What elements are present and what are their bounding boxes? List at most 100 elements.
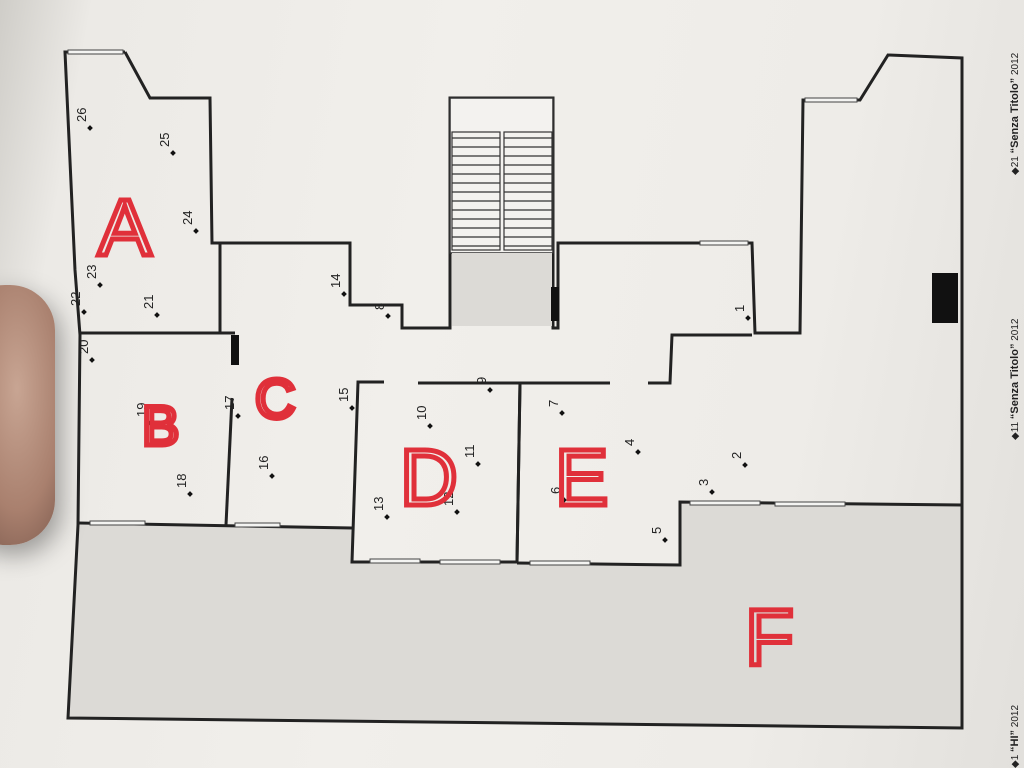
marker-8: 8 — [372, 303, 391, 319]
marker-11: 11 — [462, 445, 481, 467]
marker-label: 18 — [174, 474, 189, 488]
marker-label: 22 — [68, 292, 83, 306]
marker-dot — [745, 315, 751, 321]
marker-dot — [487, 387, 493, 393]
marker-label: 23 — [84, 265, 99, 279]
room-label-e: E — [555, 433, 608, 522]
marker-22: 22 — [68, 292, 87, 315]
marker-label: 11 — [462, 445, 477, 459]
marker-label: 13 — [371, 497, 386, 511]
marker-label: 12 — [441, 492, 456, 506]
window — [804, 97, 858, 103]
marker-dot — [81, 309, 87, 315]
marker-13: 13 — [371, 497, 390, 520]
marker-16: 16 — [256, 456, 275, 479]
marker-dot — [427, 423, 433, 429]
room-label-b: B — [142, 394, 179, 457]
marker-dot — [170, 150, 176, 156]
marker-label: 2 — [729, 452, 744, 459]
marker-dot — [97, 282, 103, 288]
marker-dot — [384, 514, 390, 520]
marker-label: 8 — [372, 303, 387, 310]
marker-19: 19 — [134, 403, 153, 426]
marker-17: 17 — [222, 396, 241, 419]
marker-label: 15 — [336, 388, 351, 402]
room-f-floor — [68, 502, 962, 728]
column — [932, 273, 958, 323]
window — [529, 560, 591, 566]
staircase — [449, 97, 554, 326]
marker-dot — [235, 413, 241, 419]
side-note: ◆1 “HI” 2012 — [1009, 705, 1021, 768]
column — [551, 287, 559, 321]
marker-dot — [385, 313, 391, 319]
marker-label: 3 — [696, 479, 711, 486]
marker-label: 25 — [157, 133, 172, 147]
marker-dot — [561, 497, 567, 503]
marker-dot — [709, 489, 715, 495]
marker-label: 7 — [546, 400, 561, 407]
marker-dot — [341, 291, 347, 297]
side-note: ◆11 “Senza Titolo” 2012 — [1009, 318, 1021, 440]
marker-14: 14 — [328, 274, 347, 297]
marker-dot — [269, 473, 275, 479]
marker-label: 9 — [474, 377, 489, 384]
marker-23: 23 — [84, 265, 103, 288]
window — [439, 559, 501, 565]
marker-label: 10 — [414, 406, 429, 420]
marker-4: 4 — [622, 439, 641, 455]
window — [67, 49, 124, 55]
marker-dot — [475, 461, 481, 467]
marker-dot — [187, 491, 193, 497]
window — [689, 500, 761, 506]
marker-dot — [454, 509, 460, 515]
marker-dot — [559, 410, 565, 416]
room-label-d: D — [400, 433, 458, 522]
window — [699, 240, 749, 246]
marker-label: 17 — [222, 396, 237, 410]
marker-dot — [662, 537, 668, 543]
marker-dot — [147, 420, 153, 426]
marker-5: 5 — [649, 527, 668, 543]
marker-21: 21 — [141, 295, 160, 318]
marker-dot — [349, 405, 355, 411]
marker-18: 18 — [174, 474, 193, 497]
wall-b-c — [224, 397, 234, 526]
room-label-a: A — [98, 183, 152, 272]
marker-dot — [154, 312, 160, 318]
marker-label: 6 — [548, 487, 563, 494]
marker-25: 25 — [157, 133, 176, 156]
marker-24: 24 — [180, 211, 199, 234]
marker-26: 26 — [74, 108, 93, 131]
marker-2: 2 — [729, 452, 748, 468]
thumb — [0, 285, 55, 545]
marker-dot — [635, 449, 641, 455]
marker-label: 5 — [649, 527, 664, 534]
marker-dot — [87, 125, 93, 131]
marker-3: 3 — [696, 479, 715, 495]
marker-7: 7 — [546, 400, 565, 416]
wall-d-e — [515, 382, 522, 563]
side-note: ◆21 “Senza Titolo” 2012 — [1009, 52, 1021, 175]
window — [234, 522, 281, 528]
marker-20: 20 — [76, 340, 95, 363]
marker-9: 9 — [474, 377, 493, 393]
marker-label: 24 — [180, 211, 195, 225]
window — [369, 558, 421, 564]
marker-label: 14 — [328, 274, 343, 288]
marker-dot — [742, 462, 748, 468]
marker-15: 15 — [336, 388, 355, 411]
marker-12: 12 — [441, 492, 460, 515]
window — [89, 520, 146, 526]
marker-label: 20 — [76, 340, 91, 354]
marker-1: 1 — [732, 305, 751, 321]
room-label-c: C — [255, 367, 295, 430]
marker-dot — [89, 357, 95, 363]
window — [774, 501, 846, 507]
outer-wall — [63, 50, 964, 730]
marker-label: 19 — [134, 403, 149, 417]
marker-10: 10 — [414, 406, 433, 429]
marker-label: 4 — [622, 439, 637, 446]
wall-d — [350, 380, 522, 564]
